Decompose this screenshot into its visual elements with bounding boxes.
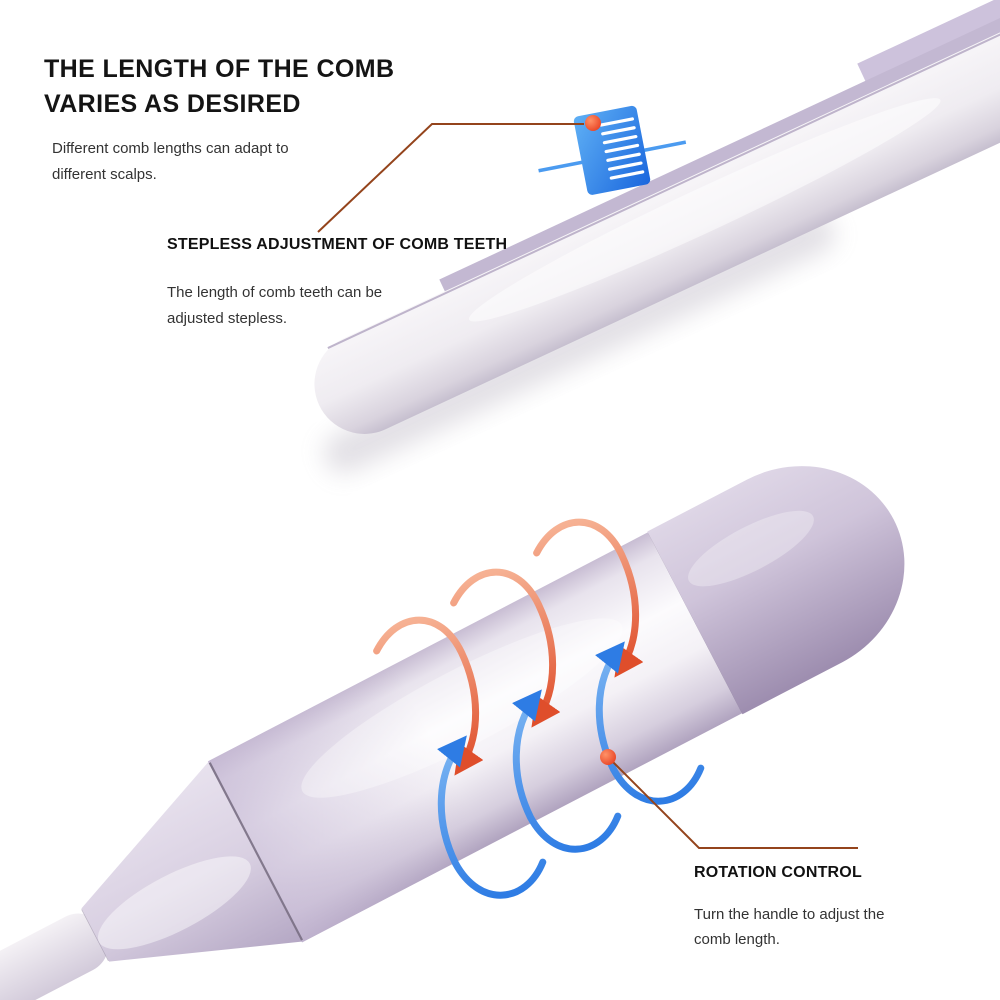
comb-teeth bbox=[599, 117, 645, 180]
rotation-arrow-blue-2 bbox=[512, 689, 622, 853]
upper-wand-edge-line bbox=[327, 0, 1000, 349]
lower-wand-cap-highlight bbox=[688, 510, 814, 587]
indicator-dot-comb bbox=[585, 115, 601, 131]
page-title: THE LENGTH OF THE COMB VARIES AS DESIRED bbox=[44, 52, 394, 122]
rotation-arrow-blue-1 bbox=[437, 735, 547, 899]
page-subtitle-line2: different scalps. bbox=[52, 166, 157, 183]
lower-wand-barrel-lavender-tint bbox=[207, 664, 489, 943]
rotation-description-line1: Turn the handle to adjust the bbox=[694, 906, 885, 923]
rotation-arrow-blue-3 bbox=[595, 641, 705, 805]
leader-line-rotation bbox=[612, 761, 858, 849]
lower-wand-cone bbox=[81, 760, 304, 962]
leader-line-comb bbox=[317, 123, 584, 233]
stepless-description-line1: The length of comb teeth can be bbox=[167, 284, 383, 301]
page-subtitle: Different comb lengths can adapt to diff… bbox=[52, 136, 289, 188]
rotation-arrow-orange-2 bbox=[450, 568, 561, 728]
page-title-line2: VARIES AS DESIRED bbox=[44, 90, 301, 118]
rotation-description-line2: comb length. bbox=[694, 931, 780, 948]
lower-wand-tip bbox=[0, 913, 109, 1000]
upper-wand-image bbox=[314, 0, 1000, 474]
stepless-adjustment-description: The length of comb teeth can be adjusted… bbox=[167, 280, 382, 332]
rotation-arrows bbox=[373, 518, 705, 899]
page-title-line1: THE LENGTH OF THE COMB bbox=[44, 55, 395, 83]
rotation-arrow-orange-1 bbox=[373, 616, 484, 776]
lower-wand-barrel-highlight bbox=[301, 618, 623, 798]
rotation-control-title: ROTATION CONTROL bbox=[694, 864, 862, 881]
stepless-description-line2: adjusted stepless. bbox=[167, 310, 288, 327]
lower-wand-handle-cap bbox=[647, 466, 905, 715]
lower-wand-seam-left bbox=[208, 762, 304, 941]
rotation-arrow-orange-3 bbox=[533, 518, 644, 678]
lower-wand-cone-highlight bbox=[97, 856, 251, 950]
page-subtitle-line1: Different comb lengths can adapt to bbox=[52, 140, 289, 157]
stepless-adjustment-title: STEPLESS ADJUSTMENT OF COMB TEETH bbox=[167, 236, 508, 253]
upper-wand-highlight bbox=[468, 98, 941, 322]
indicator-dot-rotation bbox=[600, 749, 616, 765]
rotation-control-description: Turn the handle to adjust the comb lengt… bbox=[694, 902, 884, 952]
